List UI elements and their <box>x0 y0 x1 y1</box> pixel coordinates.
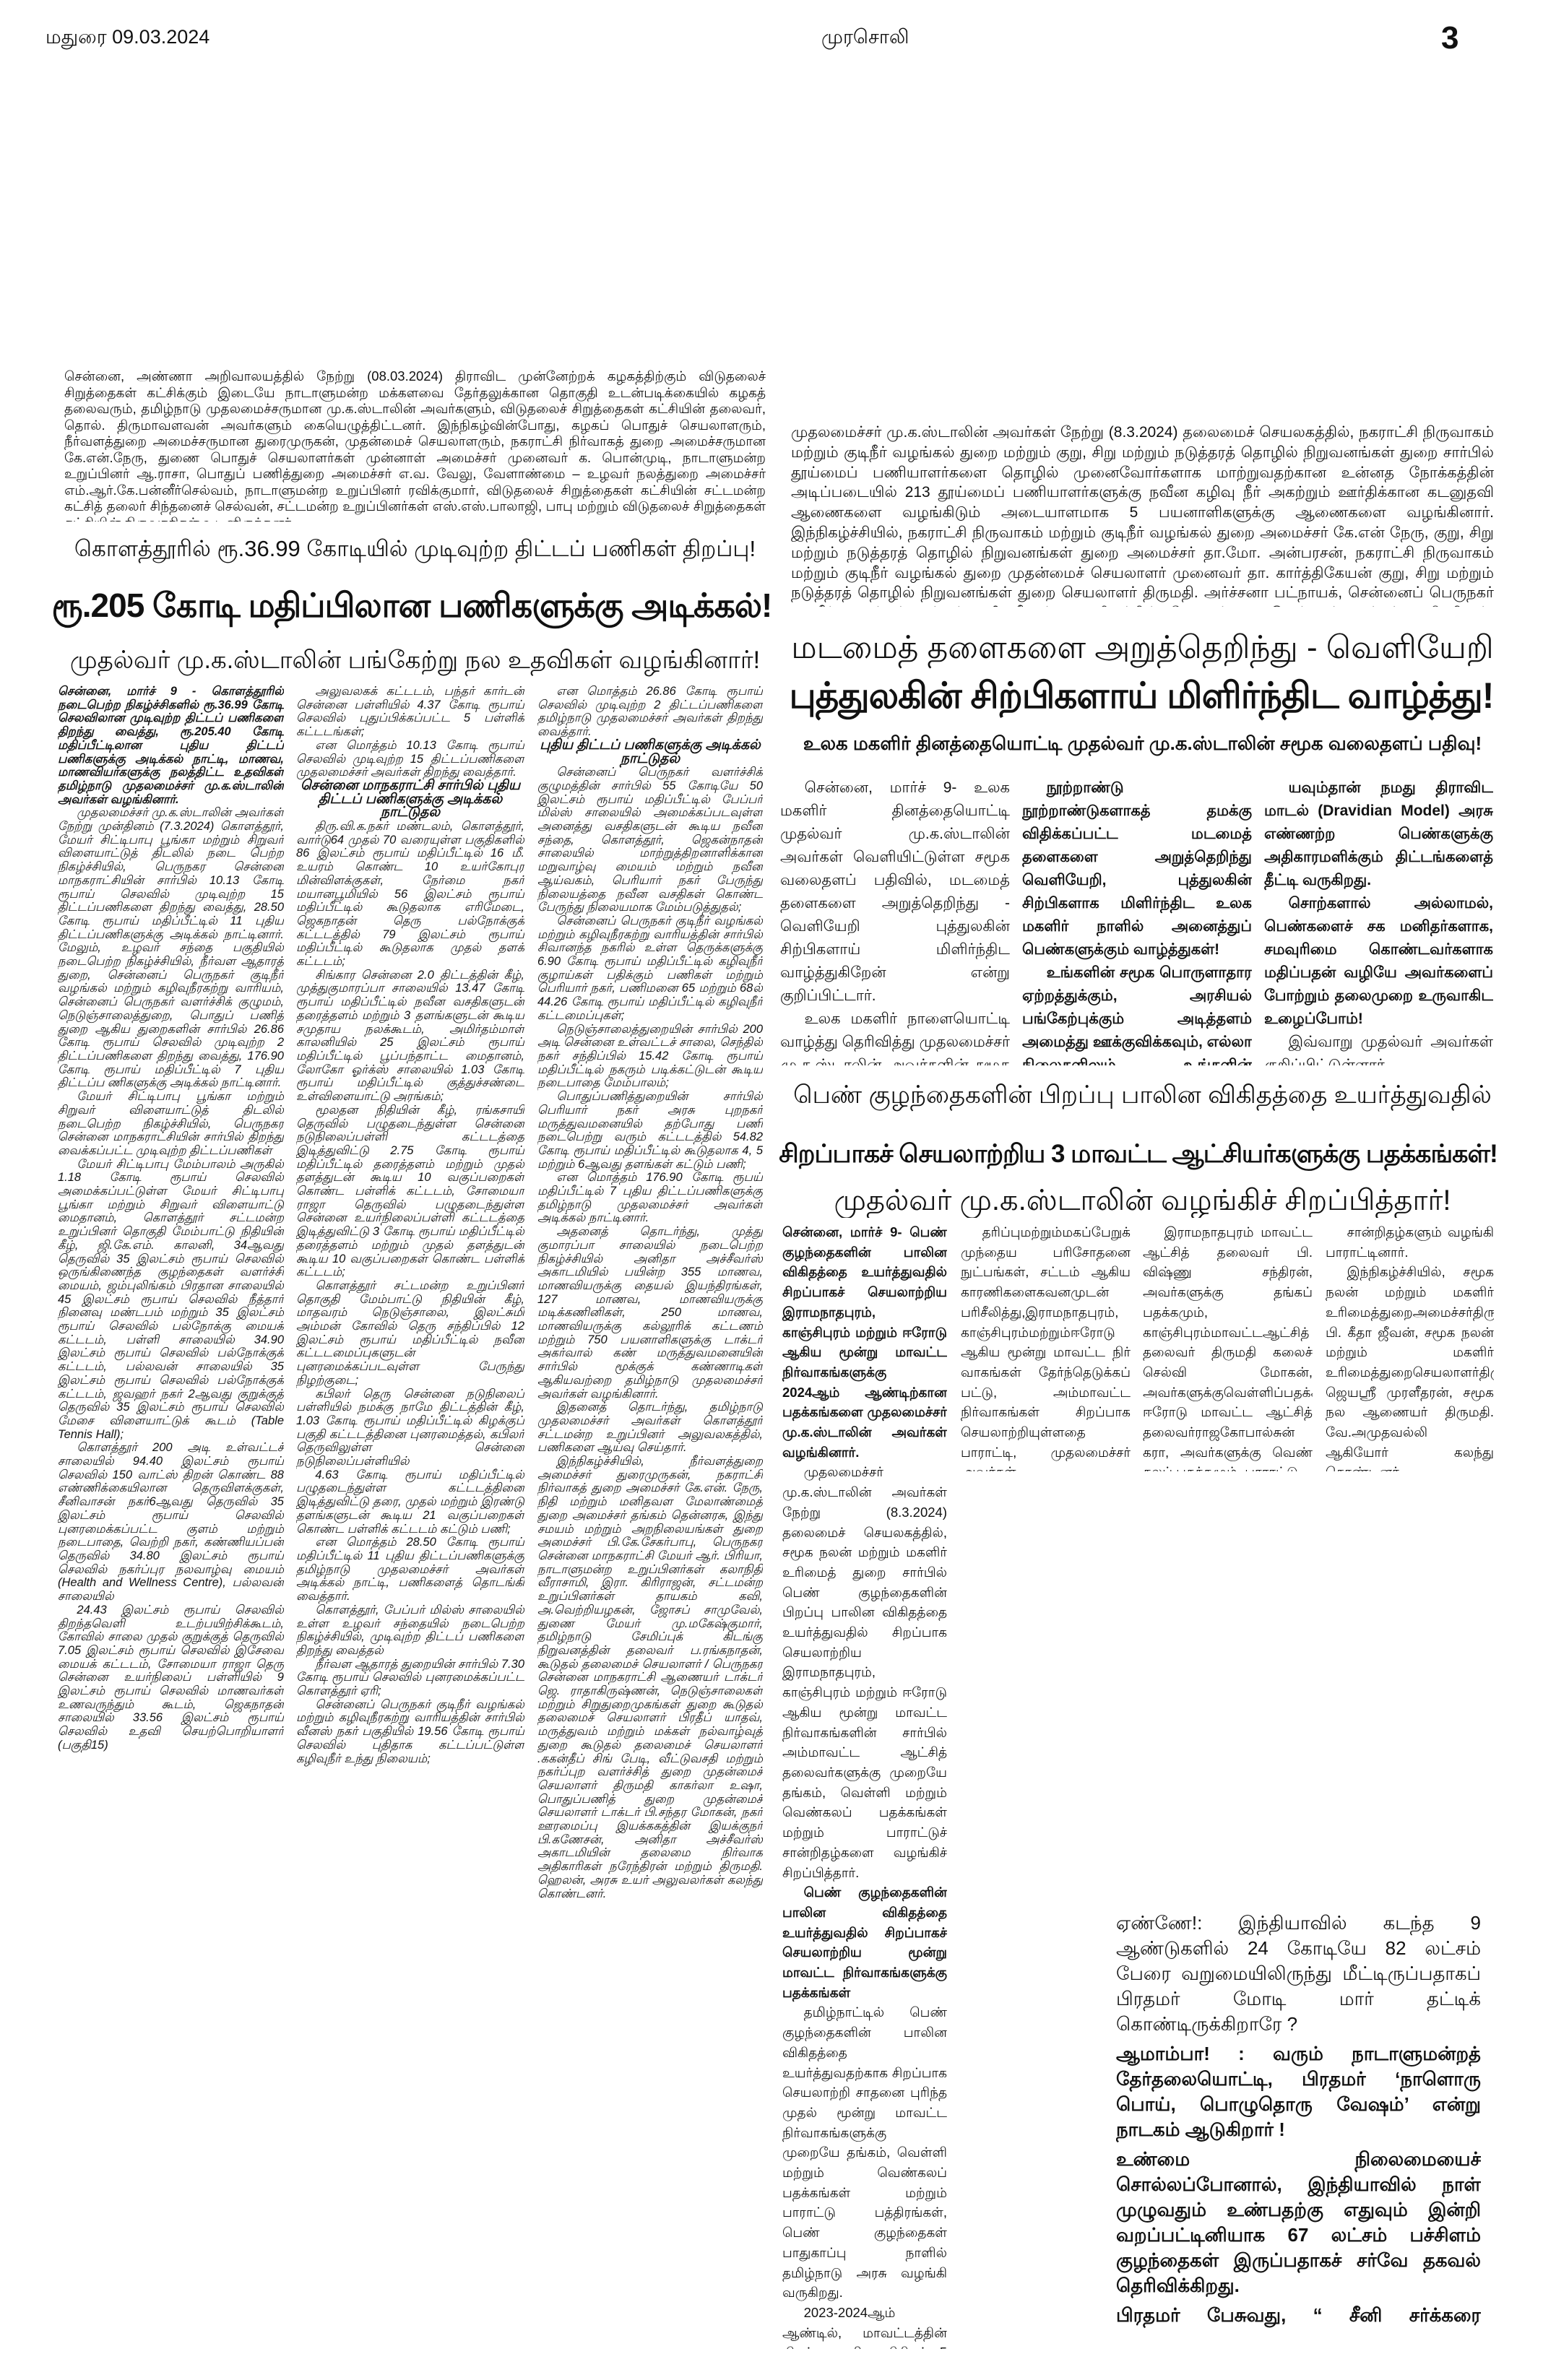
paper-name: முரசொலி <box>821 26 909 48</box>
paragraph: திரு.வி.க.நகர் மண்டலம், கொளத்தூர், வார்ட… <box>296 820 524 969</box>
column-4: சான்றிதழ்களும் வழங்கி பாராட்டினார். இந்நி… <box>1326 1222 1494 1471</box>
paragraph: அலுவலகக் கட்டடம், பந்தர் கார்டன் சென்னை … <box>296 685 524 739</box>
paragraph: உங்களின் சமூக பொருளாதார ஏற்றத்துக்கும், … <box>1022 964 1252 1065</box>
section-heading: புதிய திட்டப் பணிகளுக்கு அடிக்கல் நாட்டு… <box>540 737 761 766</box>
paragraph: என மொத்தம் 176.90 கோடி ரூபய் மதிப்பீட்டி… <box>537 1171 763 1225</box>
photo-caption: சென்னை, அண்ணா அறிவாலயத்தில் நேற்று (08.0… <box>64 368 766 522</box>
paragraph: பிரதமர் பேசுவது, “ சீனி சர்க்கரை சித்தப்… <box>1116 2304 1481 2326</box>
column-3: என மொத்தம் 26.86 கோடி ரூபாய் செலவில் முட… <box>537 685 763 2328</box>
page-number: 3 <box>1441 20 1459 56</box>
paragraph: பொதுப்பணித்துறையின் சார்பில் பெரியார் நக… <box>537 1090 763 1171</box>
paragraph: சென்னைப் பெருநகர் குடிநீர் வழங்கல் மற்று… <box>296 1697 524 1765</box>
section-heading: சென்னை மாநகராட்சி சார்பில் புதிய திட்டப்… <box>300 777 521 821</box>
paragraph: அதனைத் தொடர்ந்து, முத்து குமாரப்பா சாலைய… <box>537 1225 763 1401</box>
paragraph: நீர்வள ஆதாரத் துறையின் சார்பில் 7.30 கோட… <box>296 1657 524 1698</box>
paragraph: 4.63 கோடி ரூபாய் மதிப்பீட்டில் பழுதடைந்த… <box>296 1468 524 1536</box>
paragraph: மேயர் சிட்டிபாபு மேம்பாலம் அருகில் 1.18 … <box>58 1157 284 1441</box>
paragraph: சென்னைப் பெருநகர் குடிநீர் வழங்கல் மற்று… <box>537 914 763 1022</box>
subhead: முதல்வர் மு.க.ஸ்டாலின் வழங்கிச் சிறப்பித… <box>834 1185 1451 1216</box>
headline: புத்துலகின் சிற்பிகளாய் மிளிர்ந்திட வாழ்… <box>789 675 1495 716</box>
column-2: அலுவலகக் கட்டடம், பந்தர் கார்டன் சென்னை … <box>296 685 524 2328</box>
paragraph: நூற்றாண்டு நூற்றாண்டுகளாகத் தமக்கு விதிக… <box>1022 779 1252 958</box>
subhead: முதல்வர் மு.க.ஸ்டாலின் பங்கேற்று நல உதவி… <box>69 646 761 674</box>
column-2: நூற்றாண்டு நூற்றாண்டுகளாகத் தமக்கு விதிக… <box>1022 776 1252 1065</box>
paragraph: மூலதன நிதியின் கீழ், ரங்கசாயி தெருவில் ப… <box>296 1103 524 1279</box>
column-2: தரிப்புமற்றும்மகப்பேறுக்கு முந்தைய பரிசோ… <box>961 1222 1131 1471</box>
paragraph: யவும்தான் நமது திராவிட மாடல் (Dravidian … <box>1264 779 1493 888</box>
column-3: யவும்தான் நமது திராவிட மாடல் (Dravidian … <box>1264 776 1493 1065</box>
paragraph: முதலமைச்சர் மு.க.ஸ்டாலின் அவர்கள் நேற்று… <box>58 806 284 1090</box>
column-1: சென்னை, மார்ச் 9 - கொளத்தூரில் நடைபெற்ற … <box>58 685 284 2086</box>
paragraph: கொளத்தூர் 200 அடி உள்வட்டச் சாலையில் 94.… <box>58 1441 284 1604</box>
paragraph: சென்னைப் பெருநகர் வளர்ச்சிக் குழுமத்தின்… <box>537 766 763 914</box>
paragraph: என மொத்தம் 10.13 கோடி ரூபாய் செலவில் முட… <box>296 738 524 779</box>
column-3: இராமநாதபுரம் மாவட்ட ஆட்சித் தலைவர் பி. வ… <box>1143 1222 1313 1471</box>
paragraph: 2023-2024ஆம் ஆண்டில், மாவட்டத்தின் பிறப்… <box>782 2304 947 2349</box>
paragraph: இராமநாதபுரம் மாவட்ட ஆட்சித் தலைவர் பி. வ… <box>1143 1224 1313 1471</box>
paragraph: இந்நிகழ்ச்சியில், சமூக நலன் மற்றும் மகளி… <box>1326 1264 1494 1471</box>
paragraph: உலக மகளிர் நாளையொட்டி வாழ்த்து தெரிவித்த… <box>780 1011 1010 1065</box>
column-1: சென்னை, மார்ச் 9- உலக மகளிர் தினத்தையொட்… <box>780 776 1010 1065</box>
subhead: உலக மகளிர் தினத்தையொட்டி முதல்வர் மு.க.ஸ… <box>803 732 1482 754</box>
paragraph: ஏண்ணே!: இந்தியாவில் கடந்த 9 ஆண்டுகளில் 2… <box>1116 1912 1481 2035</box>
paragraph: 24.43 இலட்சம் ரூபாய் செலவில் திறந்தவெளி … <box>58 1603 284 1752</box>
paragraph: கொளத்தூர் சட்டமன்ற உறுப்பினர் தொகுதி மேம… <box>296 1278 524 1387</box>
paragraph: பெண் குழந்தைகளின் பாலின விகிதத்தை உயர்த்… <box>782 1884 947 2000</box>
lead-paragraph: சென்னை, மார்ச் 9 - கொளத்தூரில் நடைபெற்ற … <box>58 685 284 806</box>
paragraph: சான்றிதழ்களும் வழங்கி பாராட்டினார். <box>1326 1224 1494 1260</box>
paragraph: கபிலர் தெரு சென்னை நடுநிலைப் பள்ளியில் ந… <box>296 1387 524 1468</box>
kicker: மடமைத் தளைகளை அறுத்தெறிந்து - வெளியேறி <box>791 630 1494 665</box>
paragraph: சிங்கார சென்னை 2.0 திட்டத்தின் கீழ், முத… <box>296 968 524 1104</box>
paragraph: சென்னை, மார்ச் 9- உலக மகளிர் தினத்தையொட்… <box>780 779 1010 1004</box>
paragraph: தமிழ்நாட்டில் பெண் குழந்தைகளின் பாலின வி… <box>782 2004 947 2301</box>
paragraph: ஆமாம்பா! : வரும் நாடாளுமன்றத் தேர்தலையொட… <box>1116 2043 1481 2140</box>
paragraph: முதலமைச்சர் மு.க.ஸ்டாலின் அவர்கள் நேற்று… <box>782 1464 947 1880</box>
paragraph: இந்நிகழ்ச்சியில், நீர்வளத்துறை அமைச்சர் … <box>537 1455 763 1900</box>
photo-caption: முதலமைச்சர் மு.க.ஸ்டாலின் அவர்கள் நேற்று… <box>791 424 1494 607</box>
paragraph: நெடுஞ்சாலைத்துறையின் சார்பில் 200 அடி செ… <box>537 1022 763 1090</box>
qa-column-box: ஏண்ணே!: இந்தியாவில் கடந்த 9 ஆண்டுகளில் 2… <box>1116 1911 1481 2329</box>
paragraph: சொற்களால் அல்லாமல், பெண்களைச் சக மனிதர்க… <box>1264 895 1493 1027</box>
lead-paragraph: சென்னை, மார்ச் 9- பெண் குழந்தைகளின் பாலி… <box>782 1224 947 1460</box>
edition-date: மதுரை 09.03.2024 <box>46 26 210 48</box>
paragraph: உண்மை நிலைமையைச் சொல்லப்போனால், இந்தியாவ… <box>1116 2148 1481 2296</box>
paragraph: இதனைத் தொடர்ந்து, தமிழ்நாடு முதலமைச்சர் … <box>537 1401 763 1455</box>
paragraph: என மொத்தம் 28.50 கோடி ரூபாய் மதிப்பீட்டி… <box>296 1536 524 1604</box>
kicker: பெண் குழந்தைகளின் பிறப்பு பாலின விகிதத்த… <box>793 1081 1492 1109</box>
paragraph: இவ்வாறு முதல்வர் அவர்கள் குறிப்பிட்டுள்ள… <box>1264 1034 1493 1065</box>
paragraph: என மொத்தம் 26.86 கோடி ரூபாய் செலவில் முட… <box>537 685 763 739</box>
headline: சிறப்பாகச் செயலாற்றிய 3 மாவட்ட ஆட்சியர்க… <box>779 1140 1497 1168</box>
headline: ரூ.205 கோடி மதிப்பிலான பணிகளுக்கு அடிக்க… <box>51 587 773 624</box>
paragraph: மேயர் சிட்டிபாபு பூங்கா மற்றும் சிறுவர் … <box>58 1090 284 1157</box>
kicker: கொளத்தூரில் ரூ.36.99 கோடியில் முடிவுற்ற … <box>74 536 756 561</box>
paragraph: தரிப்புமற்றும்மகப்பேறுக்கு முந்தைய பரிசோ… <box>961 1224 1131 1471</box>
column-1: சென்னை, மார்ச் 9- பெண் குழந்தைகளின் பாலி… <box>782 1222 947 2349</box>
paragraph: கொளத்தூர், பேப்பர் மில்ஸ் சாலையில் உள்ள … <box>296 1603 524 1657</box>
